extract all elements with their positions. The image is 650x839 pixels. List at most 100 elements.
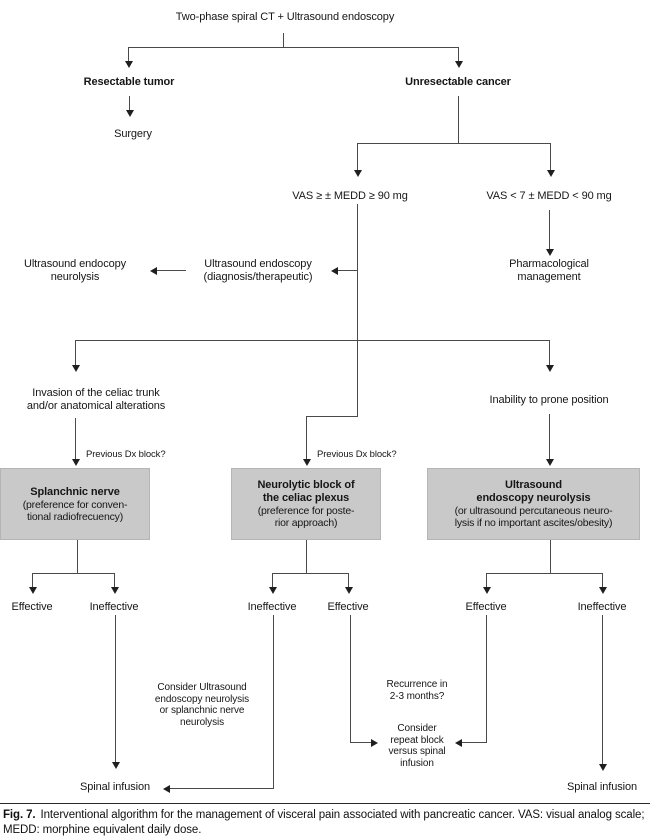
arrow-down-icon	[125, 110, 134, 117]
box-splanchnic-nerve: Splanchnic nerve (preference for conven-…	[0, 468, 150, 540]
arrow-down-icon	[71, 365, 80, 372]
annotation-recurrence: Recurrence in 2-3 months?	[386, 679, 448, 702]
label-previous-dx-block-mid: Previous Dx block?	[317, 449, 397, 460]
arrow-down-icon	[482, 587, 491, 594]
outcome-neurolytic-ineffective: Ineffective	[247, 601, 297, 613]
box-splanchnic-subtitle: (preference for conven- tional radiofrec…	[22, 498, 128, 523]
arrow-down-icon	[28, 587, 37, 594]
node-vas-high: VAS ≥ ± MEDD ≥ 90 mg	[292, 190, 408, 202]
arrow-down-icon	[268, 587, 277, 594]
node-unresectable-cancer: Unresectable cancer	[405, 76, 511, 88]
arrow-down-icon	[454, 61, 463, 68]
caption-divider	[0, 803, 650, 804]
connector-line	[357, 144, 358, 171]
arrow-down-icon	[344, 587, 353, 594]
connector-line	[306, 540, 307, 574]
box-neurolytic-subtitle: (preference for poste- rior approach)	[257, 505, 355, 529]
box-neurolytic-title: Neurolytic block of the celiac plexus	[257, 479, 355, 504]
connector-line	[461, 742, 487, 743]
connector-line	[602, 615, 603, 765]
arrow-right-icon	[371, 738, 378, 747]
connector-line	[128, 48, 129, 62]
arrow-left-icon	[150, 266, 157, 275]
arrow-down-icon	[545, 459, 554, 466]
arrow-left-icon	[331, 266, 338, 275]
box-ultrasound-neurolysis: Ultrasound endoscopy neurolysis (or ultr…	[427, 468, 640, 540]
annotation-consider-repeat-block: Consider repeat block versus spinal infu…	[388, 723, 446, 769]
connector-line	[357, 204, 358, 417]
connector-line	[350, 742, 372, 743]
annotation-consider-ultrasound: Consider Ultrasound endoscopy neurolysis…	[154, 682, 250, 728]
connector-line	[550, 144, 551, 171]
node-surgery: Surgery	[114, 128, 152, 140]
connector-line	[549, 341, 550, 366]
connector-line	[115, 615, 116, 763]
arrow-left-icon	[163, 784, 170, 793]
box-splanchnic-title: Splanchnic nerve	[30, 485, 120, 498]
box-ultrasound-subtitle: (or ultrasound percutaneous neuro- lysis…	[454, 505, 613, 529]
outcome-neurolytic-effective: Effective	[327, 601, 369, 613]
caption-text: Interventional algorithm for the managem…	[3, 809, 645, 836]
connector-line	[348, 574, 349, 588]
arrow-down-icon	[124, 61, 133, 68]
connector-line	[550, 540, 551, 574]
connector-line	[75, 340, 550, 341]
connector-line	[602, 574, 603, 588]
node-invasion-celiac-trunk: Invasion of the celiac trunk and/or anat…	[26, 387, 166, 412]
connector-line	[549, 414, 550, 460]
connector-line	[486, 574, 487, 588]
node-vas-low: VAS < 7 ± MEDD < 90 mg	[486, 190, 612, 202]
connector-line	[350, 615, 351, 743]
outcome-ultrasound-effective: Effective	[465, 601, 507, 613]
arrow-left-icon	[455, 738, 462, 747]
connector-line	[283, 33, 284, 47]
arrow-down-icon	[71, 459, 80, 466]
connector-line	[458, 48, 459, 62]
connector-line	[77, 540, 78, 574]
arrow-down-icon	[353, 170, 362, 177]
connector-line	[169, 788, 274, 789]
connector-line	[486, 573, 603, 574]
outcome-splanchnic-effective: Effective	[11, 601, 53, 613]
arrow-down-icon	[302, 459, 311, 466]
arrow-down-icon	[598, 587, 607, 594]
box-neurolytic-block: Neurolytic block of the celiac plexus (p…	[231, 468, 381, 540]
box-ultrasound-title: Ultrasound endoscopy neurolysis	[476, 479, 591, 504]
connector-line	[458, 96, 459, 144]
connector-line	[273, 615, 274, 789]
arrow-down-icon	[110, 587, 119, 594]
node-pharmacological-management: Pharmacological management	[509, 258, 589, 283]
connector-line	[75, 341, 76, 366]
connector-line	[486, 615, 487, 743]
figure-caption: Fig. 7.Interventional algorithm for the …	[3, 808, 647, 838]
arrow-down-icon	[111, 762, 120, 769]
connector-line	[306, 417, 307, 460]
label-previous-dx-block-left: Previous Dx block?	[86, 449, 166, 460]
connector-line	[549, 210, 550, 250]
connector-line	[272, 573, 349, 574]
caption-label: Fig. 7.	[3, 809, 36, 821]
connector-line	[114, 574, 115, 588]
arrow-down-icon	[545, 365, 554, 372]
connector-line	[156, 270, 186, 271]
connector-line	[32, 574, 33, 588]
node-two-phase-ct: Two-phase spiral CT + Ultrasound endosco…	[175, 11, 395, 23]
connector-line	[357, 143, 551, 144]
node-ultrasound-endoscopy: Ultrasound endoscopy (diagnosis/therapeu…	[203, 258, 313, 283]
node-spinal-infusion-right: Spinal infusion	[566, 781, 638, 793]
connector-line	[32, 573, 115, 574]
arrow-down-icon	[545, 249, 554, 256]
connector-line	[128, 47, 459, 48]
arrow-down-icon	[598, 764, 607, 771]
outcome-splanchnic-ineffective: Ineffective	[89, 601, 139, 613]
connector-line	[129, 96, 130, 111]
connector-line	[337, 270, 357, 271]
connector-line	[306, 416, 358, 417]
node-ultrasound-endoscopy-neurolysis: Ultrasound endocopy neurolysis	[23, 258, 127, 283]
node-resectable-tumor: Resectable tumor	[83, 76, 175, 88]
connector-line	[272, 574, 273, 588]
arrow-down-icon	[546, 170, 555, 177]
outcome-ultrasound-ineffective: Ineffective	[577, 601, 627, 613]
